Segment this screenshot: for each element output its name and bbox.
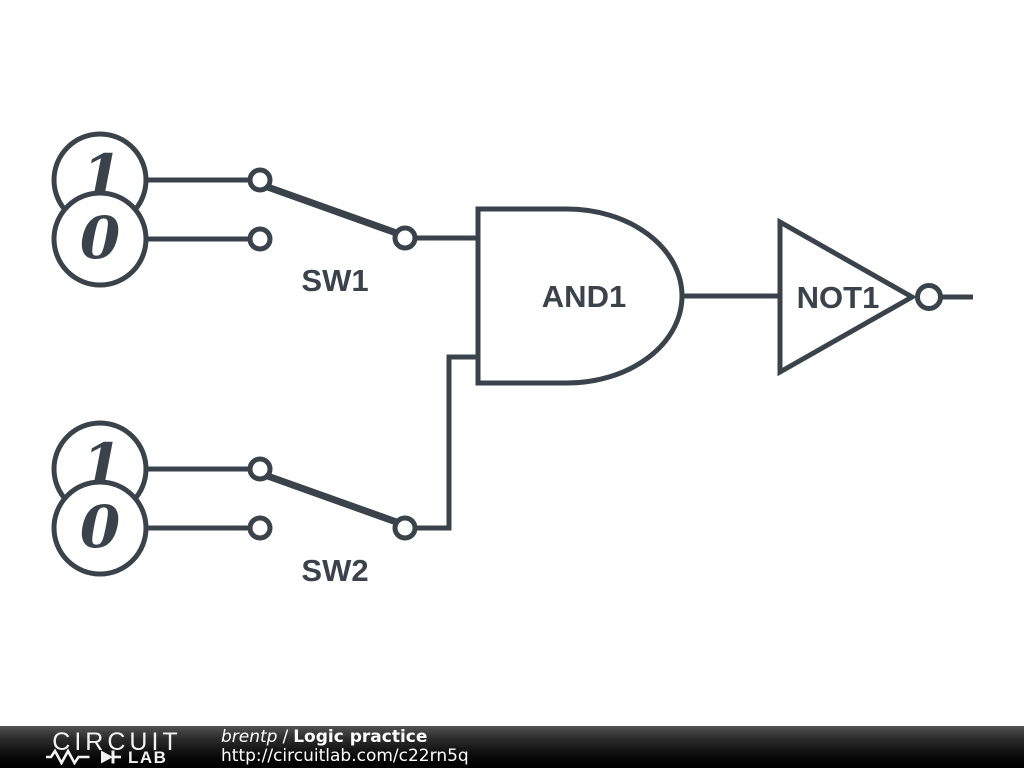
switch-label-sw1: SW1 [301,263,368,298]
share-url[interactable]: http://circuitlab.com/c22rn5q [221,746,469,766]
schematic-canvas: 1 0 SW1 1 0 SW2 AND1 [51,131,973,588]
not-gate-body [777,217,918,377]
toggle-switch-sw2[interactable]: 1 0 SW2 [51,354,478,588]
switch-contact-high-sw1[interactable] [247,167,273,193]
switch-pole-sw2[interactable] [392,515,418,541]
switch-contact-low-sw1[interactable] [247,226,273,252]
logic-source-low-sw1[interactable] [51,190,149,288]
switch-label-sw2: SW2 [301,553,368,588]
footer-meta: brentp/Logic practice http://circuitlab.… [221,726,469,767]
circuitlab-logo-graphic: CIRCUIT LAB [46,728,181,767]
switch-arm-sw1[interactable] [258,181,406,239]
logic-source-low-sw2[interactable] [51,479,149,577]
and-gate-and1: AND1 [475,206,780,386]
logo-circuit-text: CIRCUIT [52,729,181,756]
source-low-value: 0 [80,493,120,561]
wire-sw2-to-and1 [405,354,478,531]
attribution-line: brentp/Logic practice [221,726,469,748]
switch-contact-low-sw2[interactable] [247,515,273,541]
logo-lab-text: LAB [128,748,167,765]
and-gate-body [475,206,685,386]
separator: / [282,726,289,747]
author-name[interactable]: brentp [221,726,278,747]
switch-arm-sw2[interactable] [258,470,406,528]
resistor-diode-icon [46,748,121,766]
switch-contact-high-sw2[interactable] [247,456,273,482]
not-gate-label: NOT1 [797,280,880,315]
project-title[interactable]: Logic practice [293,726,428,747]
switch-pole-sw1[interactable] [392,225,418,251]
and-gate-label: AND1 [542,279,626,314]
circuitlab-logo[interactable]: CIRCUIT LAB [45,728,185,767]
inversion-bubble [915,283,943,311]
source-low-value: 0 [80,204,120,272]
toggle-switch-sw1[interactable]: 1 0 SW1 [51,131,478,298]
not-gate-not1: NOT1 [777,217,973,377]
footer-bar: CIRCUIT LAB brentp/Logic practice http:/… [0,726,1024,768]
